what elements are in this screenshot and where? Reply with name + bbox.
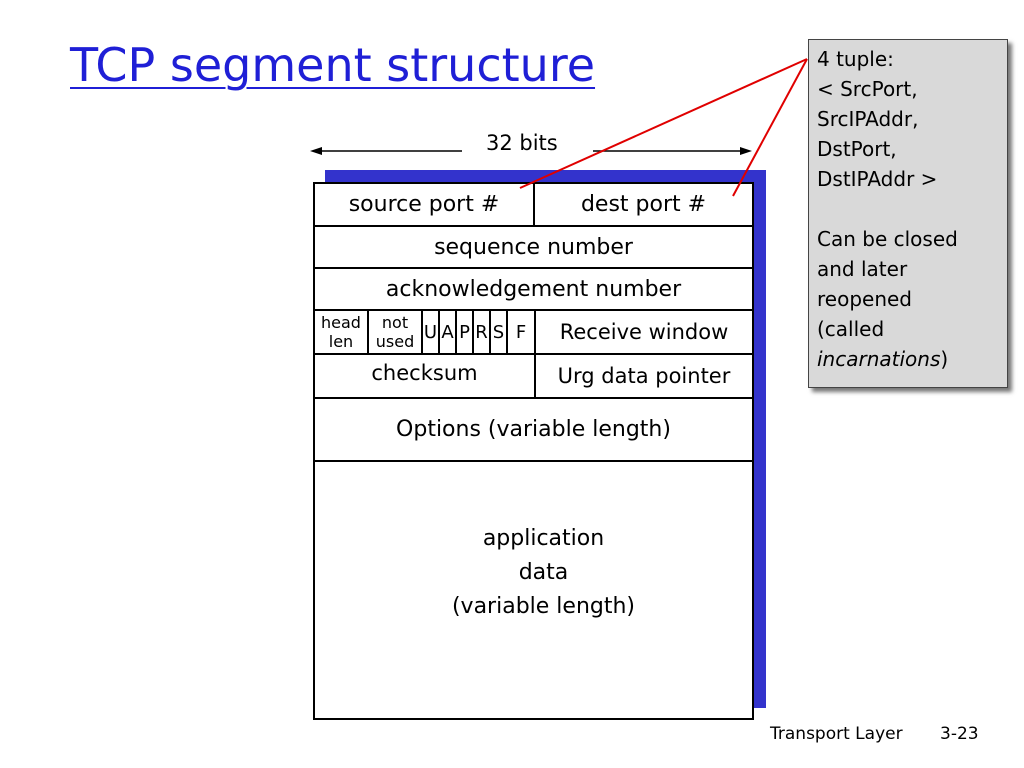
footer-section: Transport Layer <box>770 724 903 744</box>
ack-number-field: acknowledgement number <box>315 269 752 311</box>
options-field: Options (variable length) <box>315 399 752 462</box>
not-used-label: not used <box>375 313 415 351</box>
head-len-field: head len <box>315 311 367 355</box>
incarnations-text-part2: ) <box>940 347 949 371</box>
urg-pointer-label: Urg data pointer <box>557 364 731 388</box>
receive-window-label: Receive window <box>559 320 729 344</box>
flag-r: R <box>472 311 489 355</box>
callout-line-dest <box>732 58 808 197</box>
incarnations-text-part1: Can be closed and later reopened (called <box>817 227 958 341</box>
source-port-field: source port # <box>315 184 533 227</box>
checksum-field: checksum <box>315 355 534 399</box>
callout-line-source <box>519 58 808 189</box>
source-port-label: source port # <box>348 192 500 217</box>
incarnations-emphasis: incarnations <box>817 347 941 371</box>
footer-slide-number: 3-23 <box>940 724 979 744</box>
options-label: Options (variable length) <box>396 417 671 442</box>
slide-title: TCP segment structure <box>70 38 596 92</box>
checksum-label: checksum <box>371 361 478 385</box>
application-data-field: application data (variable length) <box>315 462 752 718</box>
urg-pointer-field: Urg data pointer <box>534 355 752 399</box>
sequence-number-field: sequence number <box>315 227 752 269</box>
head-len-label: head len <box>321 313 361 351</box>
flag-a: A <box>438 311 455 355</box>
ack-number-label: acknowledgement number <box>385 276 682 302</box>
incarnations-text: Can be closed and later reopened (called… <box>817 224 999 374</box>
application-data-label: application data (variable length) <box>451 526 636 619</box>
dest-port-field: dest port # <box>533 184 752 227</box>
flag-u: U <box>421 311 438 355</box>
receive-window-field: Receive window <box>534 311 752 355</box>
flag-s: S <box>489 311 506 355</box>
flag-f: F <box>506 311 534 355</box>
flag-p: P <box>455 311 472 355</box>
tcp-segment-diagram: source port # dest port # sequence numbe… <box>313 182 754 720</box>
four-tuple-note: 4 tuple: < SrcPort, SrcIPAddr, DstPort, … <box>808 39 1008 388</box>
not-used-field: not used <box>367 311 421 355</box>
sequence-number-label: sequence number <box>434 234 633 260</box>
dest-port-label: dest port # <box>580 192 707 217</box>
four-tuple-text: 4 tuple: < SrcPort, SrcIPAddr, DstPort, … <box>817 47 938 191</box>
width-label: 32 bits <box>486 131 558 155</box>
